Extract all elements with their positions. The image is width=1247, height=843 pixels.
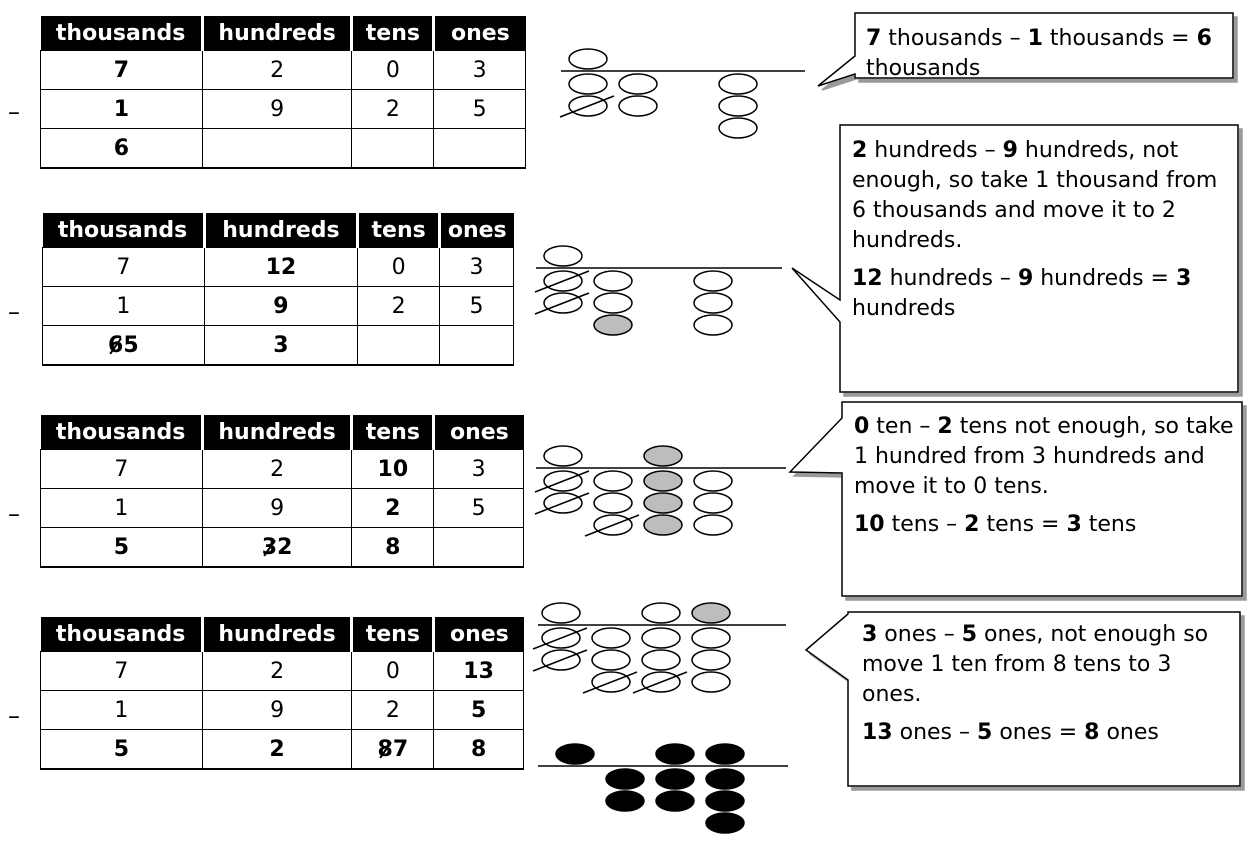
abacus-bead <box>719 96 757 116</box>
abacus-bead <box>642 650 680 670</box>
callout-text-2: 2 hundreds – 9 hundreds, not enough, so … <box>852 136 1230 324</box>
abacus-bead-black <box>656 769 694 789</box>
abacus-2 <box>535 246 782 335</box>
abacus-bead-black <box>656 744 694 764</box>
abacus-bead <box>542 603 580 623</box>
callout-text-3: 0 ten – 2 tens not enough, so take 1 hun… <box>854 412 1234 540</box>
abacus-bead <box>642 628 680 648</box>
abacus-bead <box>544 246 582 266</box>
abacus-bead <box>592 650 630 670</box>
abacus-bead <box>619 74 657 94</box>
abacus-bead-black <box>706 744 744 764</box>
callout-paragraph: 10 tens – 2 tens = 3 tens <box>854 510 1234 540</box>
callout-paragraph: 3 ones – 5 ones, not enough so move 1 te… <box>862 620 1232 710</box>
abacus-bead <box>569 74 607 94</box>
abacus-bead <box>719 118 757 138</box>
abacus-bead <box>692 628 730 648</box>
callout-paragraph: 2 hundreds – 9 hundreds, not enough, so … <box>852 136 1230 256</box>
abacus-bead <box>692 650 730 670</box>
abacus-bead <box>594 493 632 513</box>
abacus-1 <box>560 49 805 138</box>
abacus-3 <box>535 446 786 536</box>
abacus-bead <box>592 628 630 648</box>
abacus-bead <box>694 293 732 313</box>
abacus-layer <box>533 49 805 833</box>
abacus-bead <box>694 315 732 335</box>
callout-paragraph: 0 ten – 2 tens not enough, so take 1 hun… <box>854 412 1234 502</box>
abacus-4 <box>533 603 786 693</box>
abacus-bead <box>694 515 732 535</box>
abacus-bead <box>694 271 732 291</box>
abacus-bead <box>692 672 730 692</box>
abacus-bead <box>694 493 732 513</box>
abacus-bead <box>719 74 757 94</box>
abacus-bead <box>544 446 582 466</box>
abacus-bead-grey <box>644 446 682 466</box>
abacus-bead-black <box>606 791 644 811</box>
abacus-bead <box>642 603 680 623</box>
callout-paragraph: 7 thousands – 1 thousands = 6 thousands <box>866 24 1226 84</box>
callout-paragraph: 13 ones – 5 ones = 8 ones <box>862 718 1232 748</box>
abacus-bead-grey <box>692 603 730 623</box>
abacus-bead-black <box>656 791 694 811</box>
abacus-bead-grey <box>594 315 632 335</box>
abacus-bead-black <box>706 813 744 833</box>
abacus-bead-grey <box>644 471 682 491</box>
abacus-bead-black <box>556 744 594 764</box>
abacus-bead <box>594 471 632 491</box>
abacus-bead <box>619 96 657 116</box>
abacus-5 <box>538 744 788 833</box>
abacus-bead <box>694 471 732 491</box>
abacus-bead <box>594 271 632 291</box>
callout-text-4: 3 ones – 5 ones, not enough so move 1 te… <box>862 620 1232 748</box>
abacus-bead-grey <box>644 493 682 513</box>
abacus-bead-black <box>706 769 744 789</box>
abacus-bead-black <box>706 791 744 811</box>
abacus-bead-grey <box>644 515 682 535</box>
abacus-bead <box>569 49 607 69</box>
callout-paragraph: 12 hundreds – 9 hundreds = 3 hundreds <box>852 264 1230 324</box>
callout-text-1: 7 thousands – 1 thousands = 6 thousands <box>866 24 1226 84</box>
abacus-bead <box>594 293 632 313</box>
abacus-bead-black <box>606 769 644 789</box>
